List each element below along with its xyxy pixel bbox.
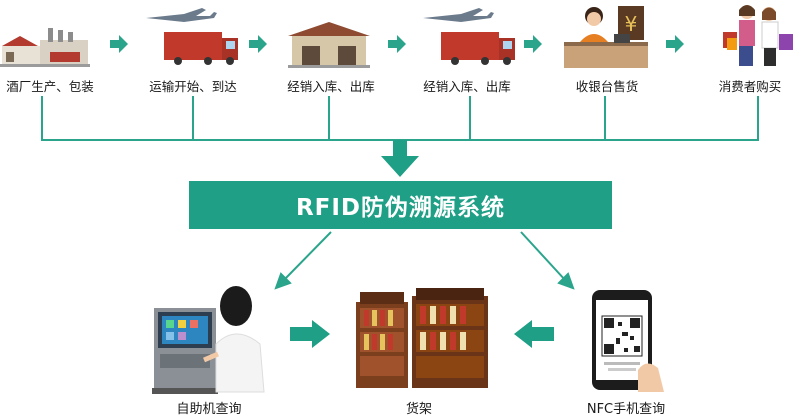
kiosk-icon — [152, 286, 265, 394]
diag-arrow-right — [520, 231, 567, 282]
diag-arrow-left — [282, 231, 332, 282]
step-arrow-1 — [110, 35, 128, 53]
step-label-cashier: 收银台售货 — [575, 79, 639, 94]
shelf-icon — [356, 288, 488, 388]
step-arrow-2 — [249, 35, 267, 53]
step-label-distribution-1: 经销入库、出库 — [287, 79, 375, 94]
system-title-box: RFID防伪溯源系统 — [189, 181, 612, 229]
phone-qr-icon — [592, 290, 664, 392]
down-arrow — [381, 140, 419, 177]
arrow-kiosk-to-shelf — [290, 320, 330, 348]
step-arrow-3 — [388, 35, 406, 53]
system-title: RFID防伪溯源系统 — [295, 195, 506, 221]
cashier-icon: ¥ — [564, 6, 648, 68]
step-label-distribution-2: 经销入库、出库 — [423, 79, 511, 94]
step-label-consumer: 消费者购买 — [718, 79, 782, 94]
step-arrow-4 — [524, 35, 542, 53]
output-label-kiosk: 自助机查询 — [176, 402, 242, 417]
step-arrow-5 — [666, 35, 684, 53]
svg-text:¥: ¥ — [625, 12, 638, 36]
factory-icon — [0, 28, 90, 67]
truck-plane-icon — [423, 8, 515, 65]
truck-plane-icon — [146, 8, 238, 65]
output-label-nfc: NFC手机查询 — [586, 402, 666, 417]
warehouse-icon — [288, 22, 370, 68]
output-label-shelf: 货架 — [405, 402, 433, 417]
arrow-phone-to-shelf — [514, 320, 554, 348]
step-label-transport: 运输开始、到达 — [149, 79, 237, 94]
step-label-production: 酒厂生产、包装 — [6, 79, 94, 94]
shoppers-icon — [723, 5, 793, 66]
